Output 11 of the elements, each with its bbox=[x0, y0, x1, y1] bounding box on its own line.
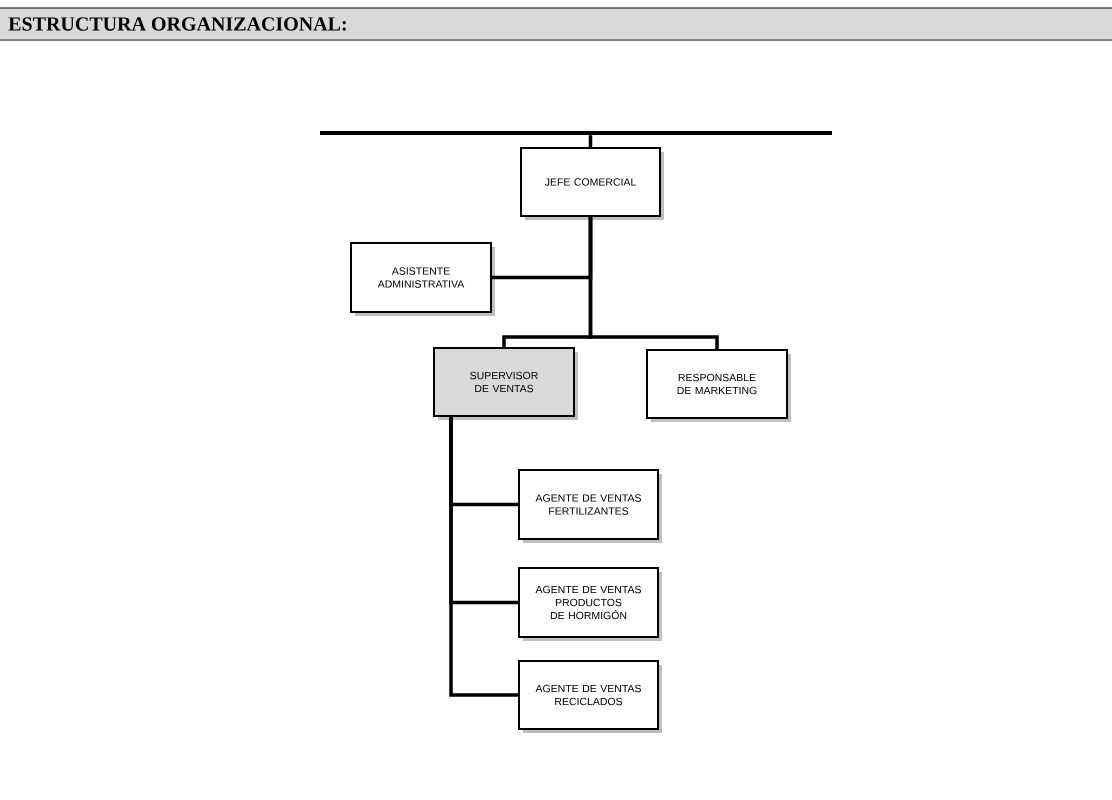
position-box: SUPERVISOR DE VENTAS bbox=[433, 347, 578, 420]
position-box: AGENTE DE VENTAS RECICLADOS bbox=[518, 660, 662, 733]
connector-line bbox=[588, 135, 593, 147]
connector-line bbox=[449, 417, 518, 697]
title-band: ESTRUCTURA ORGANIZACIONAL: bbox=[0, 7, 1112, 41]
connector-line bbox=[588, 217, 719, 349]
position-box: JEFE COMERCIAL bbox=[520, 147, 664, 220]
position-box: AGENTE DE VENTAS FERTILIZANTES bbox=[518, 469, 662, 543]
position-box: RESPONSABLE DE MARKETING bbox=[646, 349, 791, 422]
position-box: ASISTENTE ADMINISTRATIVA bbox=[350, 242, 495, 316]
position-box: AGENTE DE VENTAS PRODUCTOS DE HORMIGÓN bbox=[518, 567, 662, 641]
